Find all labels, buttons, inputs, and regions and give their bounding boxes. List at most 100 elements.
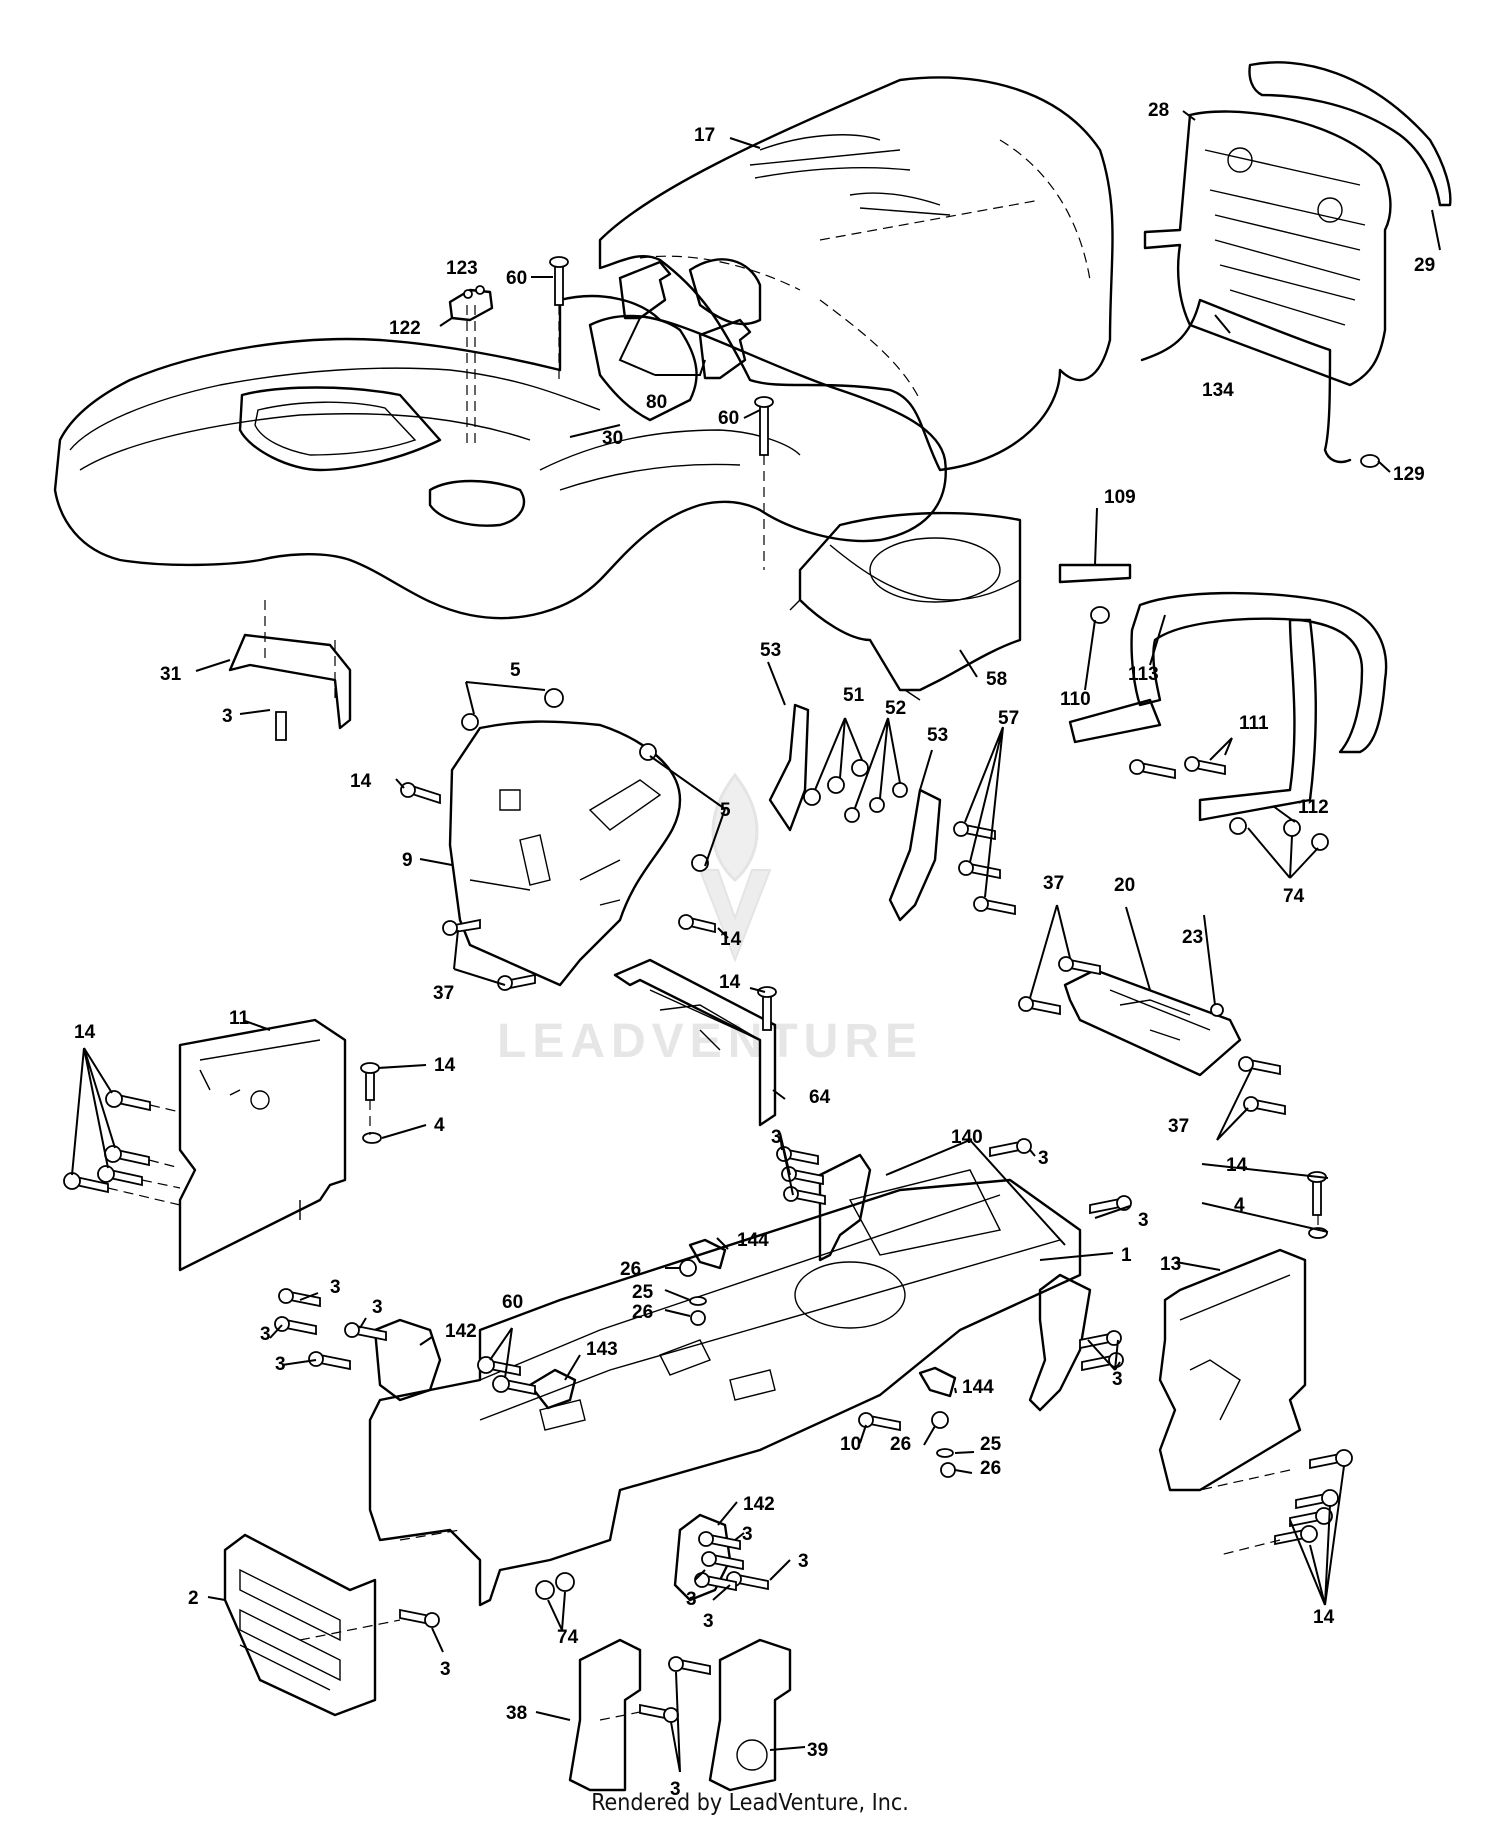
callout-122: 122 [389,318,421,339]
bolt-3 [275,711,287,741]
callout-51: 51 [843,685,865,706]
clip-144 [918,1366,957,1398]
callout-53: 53 [760,640,781,661]
callout-3: 3 [222,706,233,727]
callout-110: 110 [1060,689,1091,710]
callout-20: 20 [1114,875,1135,896]
callout-3: 3 [275,1354,286,1375]
clip-80 [618,260,752,380]
callout-123: 123 [446,258,478,279]
callout-80: 80 [646,392,667,413]
callout-109: 109 [1104,487,1136,508]
nut-74 [1229,817,1329,851]
bolt-37 [1018,956,1286,1116]
callout-26: 26 [620,1259,641,1280]
callout-144: 144 [737,1230,769,1251]
bracket-20 [1063,968,1242,1077]
bracket-39 [708,1638,792,1792]
bracket-20-detail [1109,989,1211,1041]
callout-14: 14 [434,1055,456,1076]
callout-58: 58 [986,669,1007,690]
callout-25: 25 [632,1282,654,1303]
callout-57: 57 [998,708,1019,729]
hood [598,76,1114,472]
callout-23: 23 [1182,927,1203,948]
callout-4: 4 [434,1115,445,1136]
watermark-text: LEADVENTURE [497,1015,923,1068]
side-plate-11-detail [199,1039,321,1220]
dash-plate-9 [448,720,682,987]
bracket-64 [613,958,777,1127]
plate-140 [1028,1273,1092,1412]
callout-5: 5 [720,800,731,821]
front-plate-2-detail [239,1568,341,1691]
callout-10: 10 [840,1434,861,1455]
main-frame [368,1169,1082,1607]
callout-26: 26 [890,1434,911,1455]
bracket-143 [528,1368,577,1410]
callout-3: 3 [440,1659,451,1680]
callout-3: 3 [670,1779,681,1800]
callout-38: 38 [506,1703,527,1724]
callout-142: 142 [445,1321,477,1342]
bolt-3 [274,1288,387,1371]
washer-25 [689,1296,954,1458]
callout-74: 74 [557,1627,579,1648]
callout-39: 39 [807,1740,828,1761]
callout-53: 53 [927,725,948,746]
callout-3: 3 [330,1277,341,1298]
dash-plate-9-detail [469,779,662,906]
bracket-31 [228,633,352,730]
callout-26: 26 [980,1458,1001,1479]
nut-51 [803,759,869,806]
bracket-38 [568,1638,642,1792]
bolt-14 [63,1090,151,1194]
shield-58 [798,511,1022,692]
bracket-53 [888,788,942,922]
leader-lines [71,110,1441,1773]
bolt-111 [1129,756,1226,780]
side-plate-13 [1158,1248,1307,1492]
callout-37: 37 [433,983,454,1004]
callout-11: 11 [229,1008,250,1029]
callout-112: 112 [1298,797,1329,818]
callout-14: 14 [720,929,742,950]
watermark: LEADVENTURE [497,772,923,1068]
callout-143: 143 [586,1339,618,1360]
callout-4: 4 [1234,1195,1245,1216]
callout-144: 144 [962,1377,994,1398]
tube-113 [1130,591,1388,754]
assembly-lines [107,305,1319,1721]
bolt-60 [477,1356,536,1396]
bolt-14 [757,986,777,1031]
callout-29: 29 [1414,255,1435,276]
callout-3: 3 [1038,1148,1049,1169]
callout-140: 140 [951,1127,983,1148]
callout-134: 134 [1202,380,1234,401]
callout-14: 14 [719,972,741,993]
shield-58-opening [869,537,1001,603]
callout-142: 142 [743,1494,775,1515]
washer-129 [1360,454,1380,468]
callout-60: 60 [506,268,527,289]
callout-111: 111 [1239,713,1269,734]
callout-9: 9 [402,850,413,871]
callout-52: 52 [885,698,906,719]
front-bumper [1248,61,1452,207]
callout-3: 3 [1112,1369,1123,1390]
callout-2: 2 [188,1588,199,1609]
side-plate-11-hole [250,1090,270,1110]
nut-23 [1210,1003,1224,1017]
callout-26: 26 [632,1302,653,1323]
bracket-64-detail [649,989,761,1051]
callout-25: 25 [980,1434,1002,1455]
bolt-3 [639,1656,711,1723]
grille-support-rod [1140,298,1352,464]
callout-60: 60 [502,1292,523,1313]
callout-14: 14 [74,1022,96,1043]
callout-14: 14 [1226,1155,1248,1176]
bracket-142 [373,1318,442,1402]
washer-52 [844,782,908,823]
fender-deck [53,294,947,620]
screw-60 [754,396,774,456]
